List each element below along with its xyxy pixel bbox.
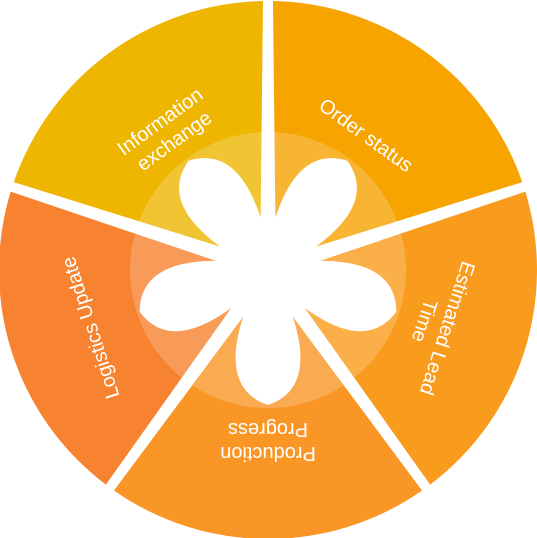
segment-label-03: ProductionProgress xyxy=(220,418,316,464)
segment-02 xyxy=(304,191,537,485)
segment-label-line: Progress xyxy=(228,418,308,440)
segment-01 xyxy=(273,1,523,247)
segment-05 xyxy=(13,1,264,247)
center-hole xyxy=(223,225,313,315)
segment-03 xyxy=(113,316,423,538)
inner-highlight-ring xyxy=(130,132,406,408)
segment-label-line: Production xyxy=(220,442,316,464)
segment-04 xyxy=(0,191,232,485)
segment-number-03: 03 xyxy=(249,363,287,401)
